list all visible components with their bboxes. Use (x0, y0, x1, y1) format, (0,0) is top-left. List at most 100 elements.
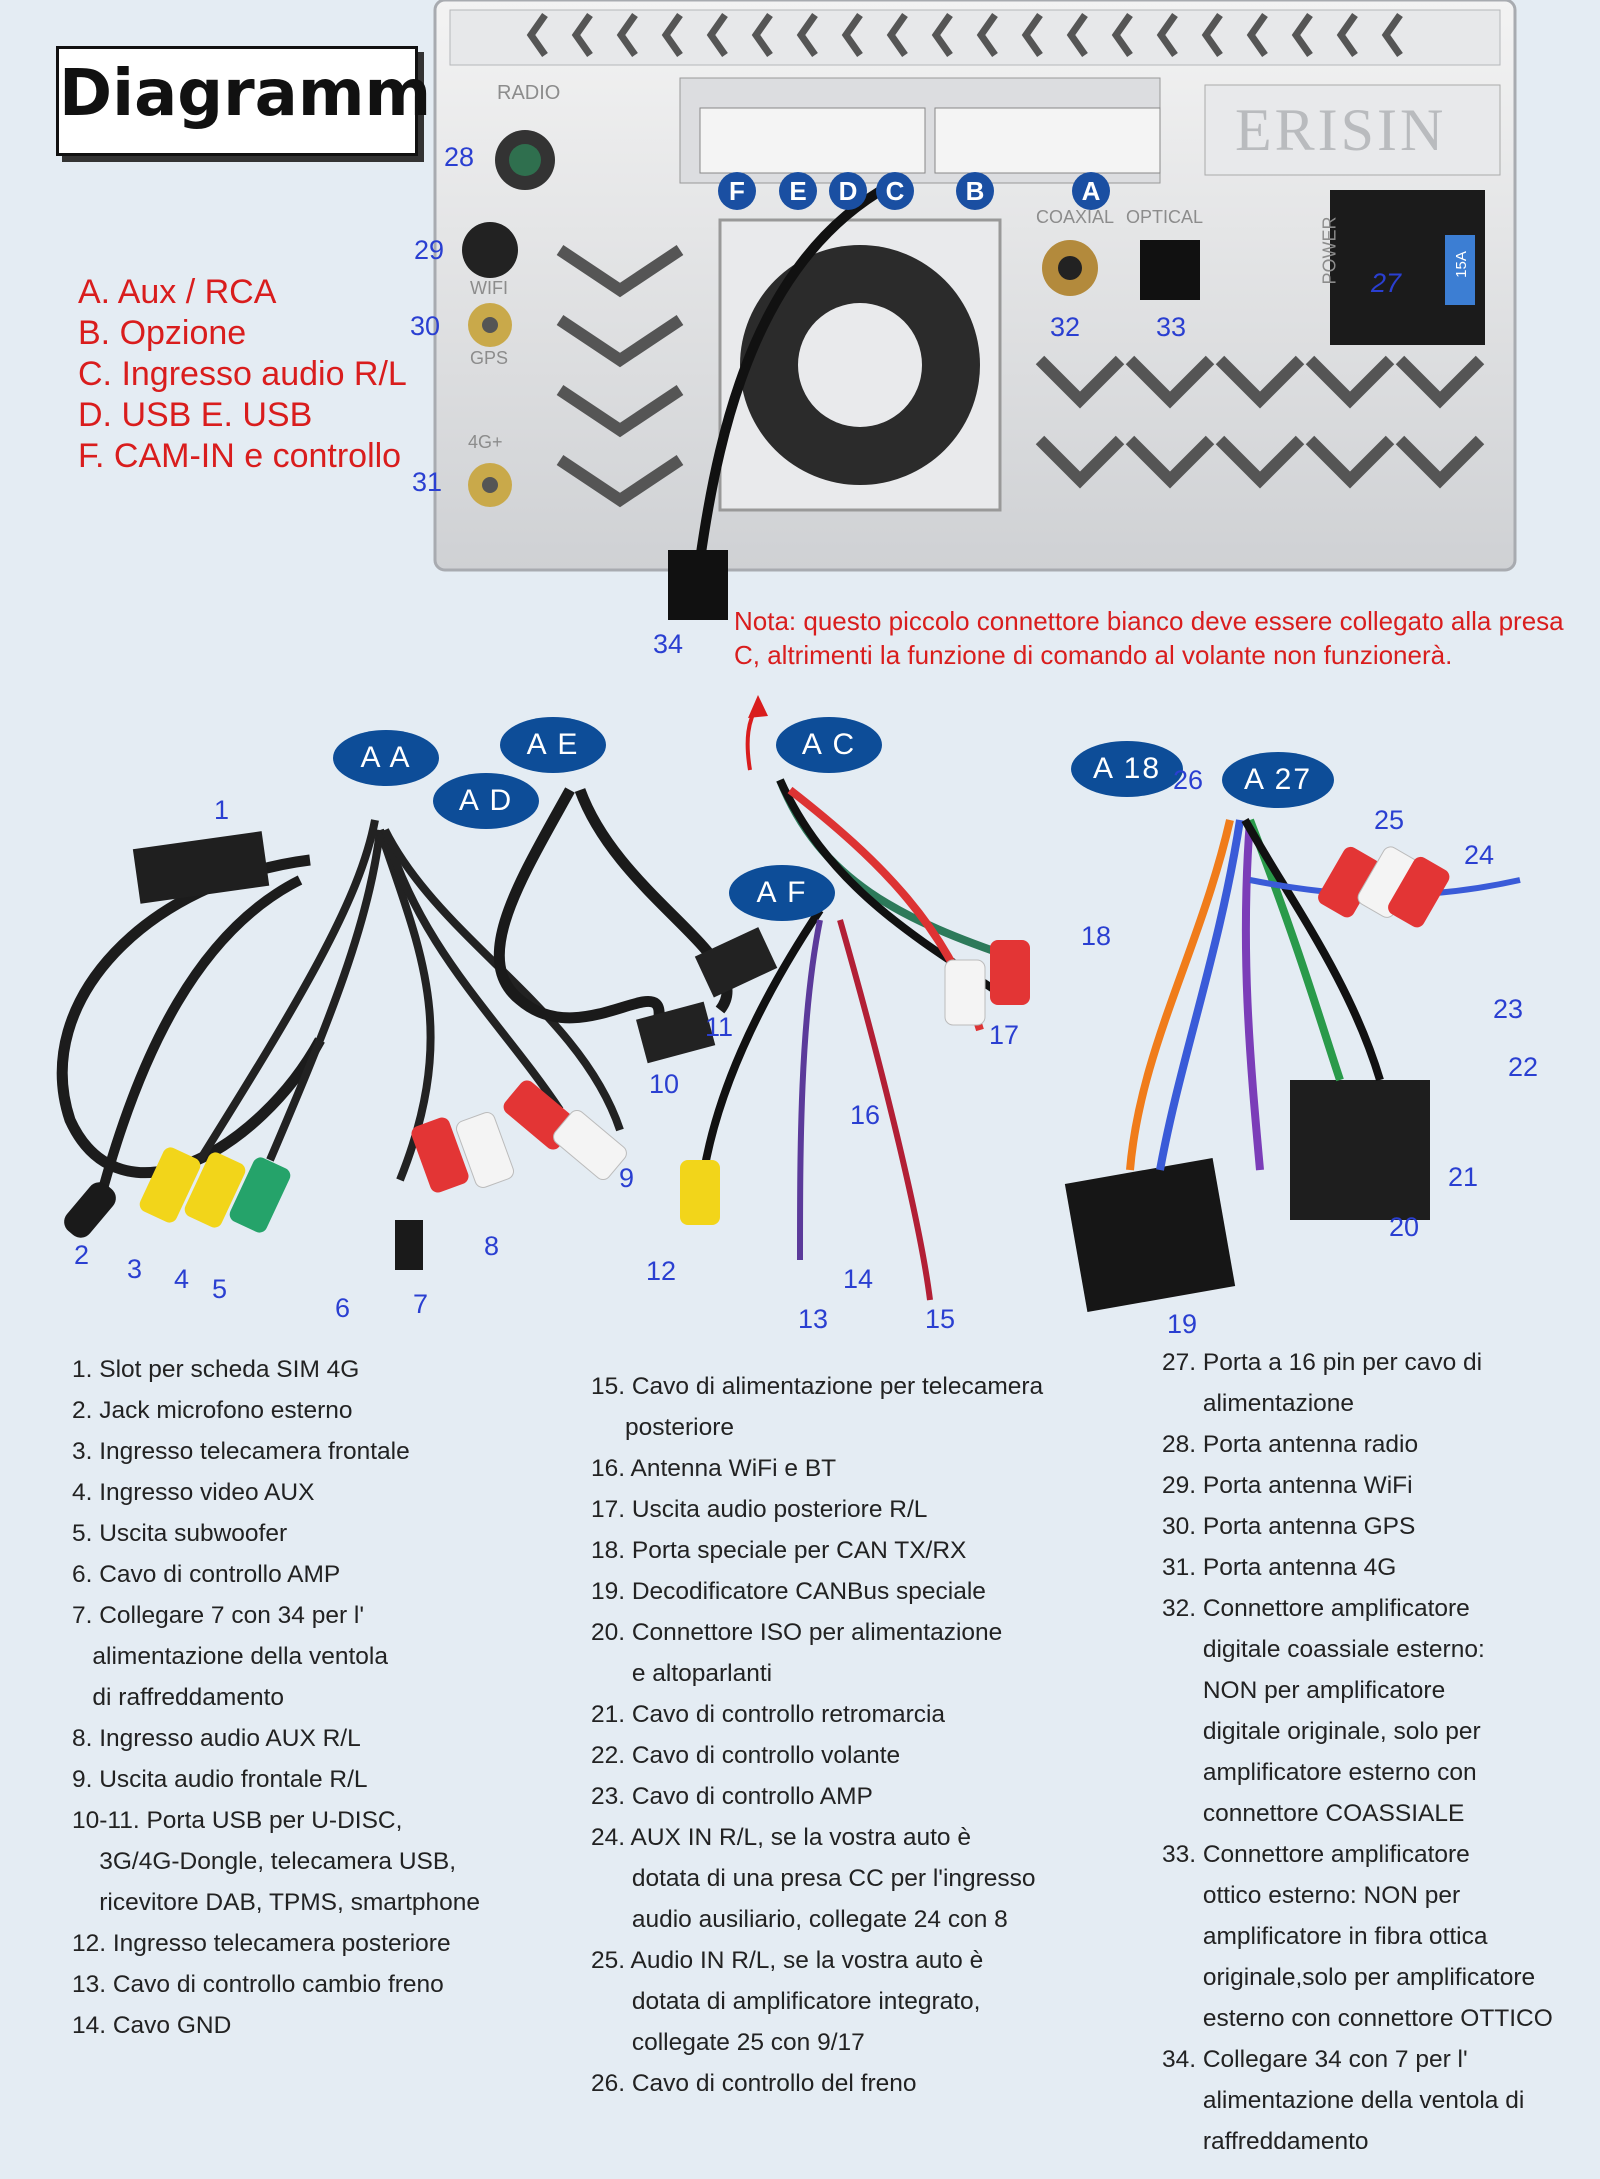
description-list-left: 1. Slot per scheda SIM 4G 2. Jack microf… (72, 1349, 480, 2046)
callout-5: 5 (212, 1274, 228, 1304)
list-item: 12. Ingresso telecamera posteriore (72, 1930, 451, 1957)
warning-note: Nota: questo piccolo connettore bianco d… (734, 606, 1564, 670)
legend-item: D. USB E. USB (78, 396, 313, 434)
list-item: originale,solo per amplificatore (1162, 1964, 1536, 1991)
diagram-title: Diagramma (59, 57, 475, 131)
usb-cables (493, 787, 778, 1064)
list-item: 17. Uscita audio posteriore R/L (591, 1496, 928, 1523)
callout-34: 34 (653, 629, 684, 659)
callout-31: 31 (412, 467, 443, 497)
port-letter-e: E (779, 172, 817, 210)
port-letter-f: F (718, 172, 756, 210)
callout-21: 21 (1448, 1162, 1479, 1192)
port-letter-b: B (956, 172, 994, 210)
list-item: posteriore (591, 1414, 734, 1441)
list-item: 3. Ingresso telecamera frontale (72, 1438, 410, 1465)
callout-33: 33 (1156, 312, 1187, 342)
list-item: 23. Cavo di controllo AMP (591, 1783, 873, 1810)
list-item: 16. Antenna WiFi e BT (591, 1455, 837, 1482)
list-item: 32. Connettore amplificatore (1162, 1595, 1470, 1622)
wifi-label: WIFI (470, 278, 508, 298)
list-item: 19. Decodificatore CANBus speciale (591, 1578, 986, 1605)
callout-6: 6 (335, 1293, 351, 1323)
port-letter-c: C (876, 172, 914, 210)
list-item: 3G/4G-Dongle, telecamera USB, (72, 1848, 456, 1875)
list-item: e altoparlanti (591, 1660, 773, 1687)
callout-16: 16 (850, 1100, 881, 1130)
coaxial-label: COAXIAL (1036, 207, 1115, 227)
callout-29: 29 (414, 235, 445, 265)
list-item: 6. Cavo di controllo AMP (72, 1561, 341, 1588)
list-item: 30. Porta antenna GPS (1162, 1513, 1416, 1540)
list-item: 7. Collegare 7 con 34 per l' (72, 1602, 365, 1629)
list-item: 4. Ingresso video AUX (72, 1479, 315, 1506)
list-item: 28. Porta antenna radio (1162, 1431, 1419, 1458)
callout-1: 1 (214, 795, 230, 825)
callout-20: 20 (1389, 1212, 1420, 1242)
optical-label: OPTICAL (1126, 207, 1204, 227)
callout-24: 24 (1464, 840, 1495, 870)
callout-7: 7 (413, 1289, 429, 1319)
callout-28: 28 (444, 142, 475, 172)
callout-27: 27 (1371, 268, 1402, 298)
list-item: 34. Collegare 34 con 7 per l' (1162, 2046, 1468, 2073)
label-a27: A 27 (1222, 752, 1334, 808)
list-item: dotata di una presa CC per l'ingresso (591, 1865, 1036, 1892)
label-ae: A E (500, 717, 606, 773)
callout-3: 3 (127, 1254, 143, 1284)
list-item: dotata di amplificatore integrato, (591, 1988, 981, 2015)
list-item: connettore COASSIALE (1162, 1800, 1465, 1827)
list-item: 5. Uscita subwoofer (72, 1520, 288, 1547)
port-letter-a: A (1072, 172, 1110, 210)
list-item: 33. Connettore amplificatore (1162, 1841, 1470, 1868)
gps-label: GPS (470, 348, 509, 368)
list-item: alimentazione (1162, 1390, 1355, 1417)
main-harness (56, 819, 627, 1270)
list-item: 15. Cavo di alimentazione per telecamera (591, 1373, 1044, 1400)
list-item: 8. Ingresso audio AUX R/L (72, 1725, 361, 1752)
list-item: audio ausiliario, collegate 24 con 8 (591, 1906, 1008, 1933)
list-item: 29. Porta antenna WiFi (1162, 1472, 1413, 1499)
list-item: 20. Connettore ISO per alimentazione (591, 1619, 1003, 1646)
list-item: 18. Porta speciale per CAN TX/RX (591, 1537, 967, 1564)
power-harness (1064, 818, 1521, 1313)
list-item: raffreddamento (1162, 2128, 1369, 2155)
list-item: alimentazione della ventola (72, 1643, 388, 1670)
list-item: amplificatore esterno con (1162, 1759, 1477, 1786)
callout-25: 25 (1374, 805, 1405, 835)
list-item: 25. Audio IN R/L, se la vostra auto è (591, 1947, 984, 1974)
list-item: ricevitore DAB, TPMS, smartphone (72, 1889, 481, 1916)
callout-30: 30 (410, 311, 441, 341)
list-item: esterno con connettore OTTICO (1162, 2005, 1553, 2032)
callout-13: 13 (798, 1304, 829, 1334)
list-item: 27. Porta a 16 pin per cavo di (1162, 1349, 1483, 1376)
label-ac: A C (776, 717, 882, 773)
list-item: 31. Porta antenna 4G (1162, 1554, 1397, 1581)
list-item: digitale originale, solo per (1162, 1718, 1481, 1745)
list-item: di raffreddamento (72, 1684, 285, 1711)
label-aa: A A (333, 730, 439, 786)
list-item: 21. Cavo di controllo retromarcia (591, 1701, 946, 1728)
label-ad: A D (433, 773, 539, 829)
callout-14: 14 (843, 1264, 874, 1294)
label-a18: A 18 (1071, 741, 1183, 797)
description-list-middle: 15. Cavo di alimentazione per telecamera… (591, 1366, 1043, 2104)
callout-17: 17 (989, 1020, 1020, 1050)
ac-af-cables (680, 778, 1030, 1301)
description-list-right: 27. Porta a 16 pin per cavo di alimentaz… (1162, 1342, 1553, 2162)
list-item: ottico esterno: NON per (1162, 1882, 1461, 1909)
power-label: POWER (1319, 216, 1340, 285)
callout-9: 9 (619, 1163, 635, 1193)
list-item: alimentazione della ventola di (1162, 2087, 1525, 2114)
port-letter-d: D (829, 172, 867, 210)
list-item: 22. Cavo di controllo volante (591, 1742, 901, 1769)
4g-label: 4G+ (468, 432, 503, 452)
callout-4: 4 (174, 1264, 190, 1294)
port-legend: A. Aux / RCA B. Opzione C. Ingresso audi… (78, 272, 407, 477)
callout-23: 23 (1493, 994, 1524, 1024)
list-item: amplificatore in fibra ottica (1162, 1923, 1488, 1950)
list-item: 14. Cavo GND (72, 2012, 232, 2039)
list-item: 2. Jack microfono esterno (72, 1397, 353, 1424)
callout-11: 11 (705, 1012, 734, 1042)
list-item: NON per amplificatore (1162, 1677, 1446, 1704)
